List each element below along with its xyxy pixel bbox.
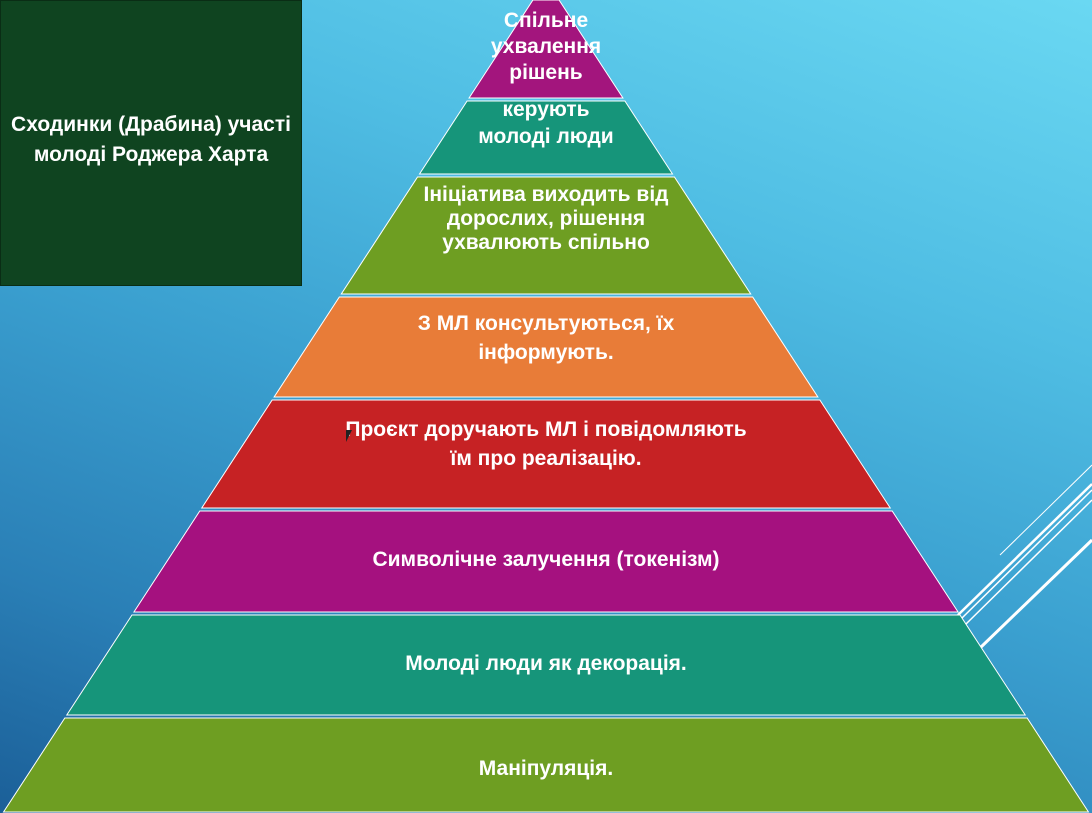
pyramid-level-label: керують молоді люди: [478, 98, 614, 148]
pyramid-level-8: [2, 717, 1090, 813]
pyramid-level-label: Ініціатива виходить від дорослих, рішенн…: [423, 183, 669, 254]
pyramid-level-label: Молоді люди як декорація.: [405, 652, 687, 675]
pyramid-level-4: [273, 296, 819, 398]
pyramid-level-5: [200, 399, 892, 509]
pyramid-level-label: Спільне ухвалення рішень: [490, 9, 602, 84]
decorative-lines: [957, 464, 1092, 650]
pyramid-level-1: [468, 0, 624, 99]
pyramid-level-label: Маніпуляція.: [478, 757, 614, 780]
mouse-cursor-icon: [346, 430, 352, 442]
title-box: Сходинки (Драбина) участі молоді Роджера…: [0, 0, 302, 286]
pyramid-level-label: Символічне залучення (токенізм): [372, 548, 720, 571]
pyramid-level-label: З МЛ консультуються, їх інформують.: [417, 312, 675, 364]
pyramid-level-7: [65, 614, 1027, 716]
pyramid-level-label: Проєкт доручають МЛ і повідомляють їм пр…: [345, 418, 747, 470]
pyramid-level-2: [418, 100, 674, 175]
pyramid-level-6: [133, 510, 959, 613]
slide-title: Сходинки (Драбина) участі молоді Роджера…: [11, 113, 291, 166]
pyramid-level-3: [340, 176, 752, 295]
